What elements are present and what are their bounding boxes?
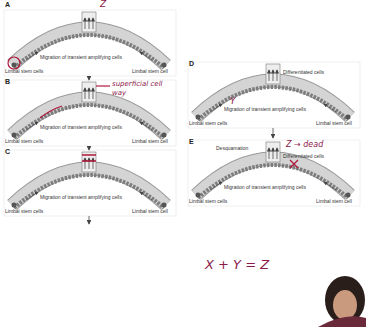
column-arrow [273,148,274,159]
migration-arrow [26,52,38,60]
handwritten-note: Z → dead [286,141,323,150]
panel-frame [188,140,360,206]
handwritten-note: way [112,90,126,98]
stem-cell [12,203,17,208]
migration-arrow [140,52,152,60]
panel-letter: D [189,60,194,68]
step-arrow [89,216,90,224]
column-arrow [273,70,274,81]
panel-frame [4,80,176,146]
migration-arrow [210,182,222,190]
caption-text: Migration of transient amplifying cells [40,125,122,131]
cell-column [266,64,280,84]
caption-text: Limbal stem cell [316,199,352,205]
step-arrow [89,146,90,150]
presenter-face [333,290,357,320]
caption-text: Limbal stem cell [132,139,168,145]
step-arrow [273,128,274,138]
cell-column [82,152,96,172]
handwritten-note: Y [230,97,236,107]
panel-frame [188,62,360,128]
column-arrow [269,148,270,159]
stem-cell [162,203,167,208]
stem-cell [196,115,201,120]
migration-arrow [210,104,222,112]
column-arrow [93,18,94,29]
panel-frame [4,150,176,216]
annotation-circle [8,57,20,69]
epithelial-cells [14,35,164,68]
caption-text: Limbal stem cell [132,209,168,215]
caption-text: Differentiated cells [283,70,324,76]
stem-cell [12,133,17,138]
migration-arrow [324,104,336,112]
caption-text: Desquamation [216,146,248,152]
epithelial-cells [198,165,348,198]
column-arrow [277,70,278,81]
stem-cell [196,193,201,198]
panel-letter: B [5,78,10,86]
stem-cell [346,193,351,198]
step-arrow [89,76,90,80]
handwritten-note: superficial cell [112,81,163,89]
caption-text: Limbal stem cell [316,121,352,127]
column-arrow [269,70,270,81]
column-arrow [93,88,94,99]
panel-letter: A [5,1,10,9]
column-arrow [93,158,94,169]
epithelial-cells [14,105,164,138]
column-arrow [85,88,86,99]
caption-text: Migration of transient amplifying cells [40,195,122,201]
panel-frame [4,10,176,76]
caption-text: Differentiated cells [283,154,324,160]
handwritten-note: Z [100,0,106,10]
migration-arrow [140,122,152,130]
caption-text: Migration of transient amplifying cells [224,107,306,113]
caption-text: Limbal stem cell [132,69,168,75]
presenter-body [318,316,366,327]
handwritten-note: X + Y = Z [205,258,269,272]
caption-text: Limbal stem cells [5,69,43,75]
migration-arrow [140,192,152,200]
caption-text: Limbal stem cells [5,139,43,145]
stem-cell [162,133,167,138]
column-arrow [277,148,278,159]
epithelial-cells [198,87,348,120]
cell-column [82,82,96,102]
annotation-arrow [40,106,62,118]
caption-text: Limbal stem cells [189,199,227,205]
stem-cell [12,63,17,68]
column-arrow [85,158,86,169]
caption-text: Limbal stem cells [189,121,227,127]
annotation-mark [82,155,96,161]
epithelial-cells [14,175,164,208]
migration-arrow [26,122,38,130]
column-arrow [89,18,90,29]
caption-text: Migration of transient amplifying cells [40,55,122,61]
panel-letter: C [5,148,10,156]
annotation-cross [290,160,298,168]
caption-text: Migration of transient amplifying cells [224,185,306,191]
panel-letter: E [189,138,194,146]
cell-column [82,12,96,32]
migration-arrow [324,182,336,190]
column-arrow [85,18,86,29]
annotation-line [96,85,110,86]
caption-text: Limbal stem cells [5,209,43,215]
column-arrow [89,88,90,99]
stem-cell [162,63,167,68]
cell-column [266,142,280,162]
column-arrow [89,158,90,169]
migration-arrow [26,192,38,200]
stem-cell [346,115,351,120]
